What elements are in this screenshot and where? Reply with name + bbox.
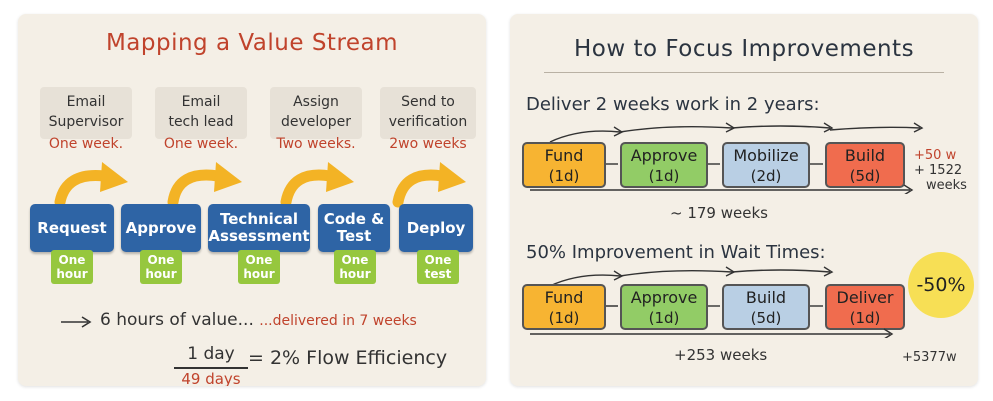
- arrowhead-icon: [903, 184, 914, 194]
- fraction-denominator: 49 days: [181, 370, 241, 386]
- stage-fund: Fund (1d): [522, 284, 606, 330]
- handoff-note: Send to verification: [380, 87, 476, 139]
- curved-arrow-icon: [392, 169, 448, 208]
- arrowhead-icon: [913, 122, 924, 133]
- stage-build: Build (5d): [722, 284, 810, 330]
- stage-mobilize: Mobilize (2d): [722, 142, 810, 188]
- stage-build: Build (5d): [825, 142, 905, 188]
- panel-title: Mapping a Value Stream: [105, 30, 399, 56]
- curved-arrow-icon: [54, 170, 110, 208]
- process-step-technical-assessment: Technical Assessment: [208, 204, 310, 252]
- arrowhead-icon: [823, 122, 834, 133]
- arrowhead-icon: [725, 122, 736, 133]
- stage-deliver: Deliver (1d): [825, 284, 905, 330]
- wait-time-label: Two weeks.: [276, 136, 356, 152]
- focus-improvements-panel: How to Focus Improvements Deliver 2 week…: [510, 14, 978, 386]
- handoff-note: Email tech lead: [155, 87, 247, 139]
- curved-arrow-icon: [167, 169, 224, 208]
- curved-arrow-icon: [280, 169, 336, 208]
- handoff-note: Email Supervisor: [40, 87, 132, 139]
- wait-time-label: One week.: [48, 136, 124, 152]
- flow-arrows: [549, 122, 924, 143]
- process-step-deploy: Deploy: [399, 204, 473, 252]
- flow-efficiency-label: = 2% Flow Efficiency: [248, 347, 448, 369]
- stage-fund: Fund (1d): [522, 142, 606, 188]
- handwritten-note: +5377w: [902, 350, 957, 365]
- handoff-arrows: [54, 162, 466, 208]
- arrowhead-icon: [725, 266, 736, 277]
- flow-arrows: [549, 266, 834, 287]
- stage-connectors: [530, 305, 894, 338]
- scenario-heading: 50% Improvement in Wait Times:: [526, 242, 826, 263]
- stage-connectors: [530, 163, 914, 194]
- fraction-numerator: 1 day: [187, 344, 235, 364]
- stage-approve: Approve (1d): [620, 142, 708, 188]
- process-step-code-test: Code & Test: [318, 204, 390, 252]
- arrowhead-icon: [613, 126, 624, 137]
- right-arrow-icon: [61, 316, 92, 328]
- value-summary: 6 hours of value... ...delivered in 7 we…: [100, 310, 417, 330]
- arrowhead-icon: [823, 266, 834, 277]
- arrowhead-icon: [613, 270, 624, 281]
- handoff-note: Assign developer: [270, 87, 362, 139]
- panel-title: How to Focus Improvements: [573, 36, 915, 62]
- scenario-total: ~ 179 weeks: [670, 204, 768, 222]
- improvement-badge: -50%: [908, 252, 974, 318]
- handwritten-note: +50 w + 1522 weeks: [914, 148, 967, 193]
- process-step-request: Request: [30, 204, 114, 252]
- title-divider: [544, 72, 944, 73]
- arrowhead-icon: [883, 328, 894, 338]
- scenario-heading: Deliver 2 weeks work in 2 years:: [526, 94, 820, 115]
- process-step-approve: Approve: [121, 204, 201, 252]
- value-stream-panel: Mapping a Value Stream Email Supervisor …: [18, 14, 486, 386]
- stage-approve: Approve (1d): [620, 284, 708, 330]
- wait-time-label: 2wo weeks: [389, 136, 467, 152]
- scenario-total: +253 weeks: [674, 346, 768, 364]
- fraction-bar: [174, 367, 248, 369]
- wait-time-label: One week.: [163, 136, 239, 152]
